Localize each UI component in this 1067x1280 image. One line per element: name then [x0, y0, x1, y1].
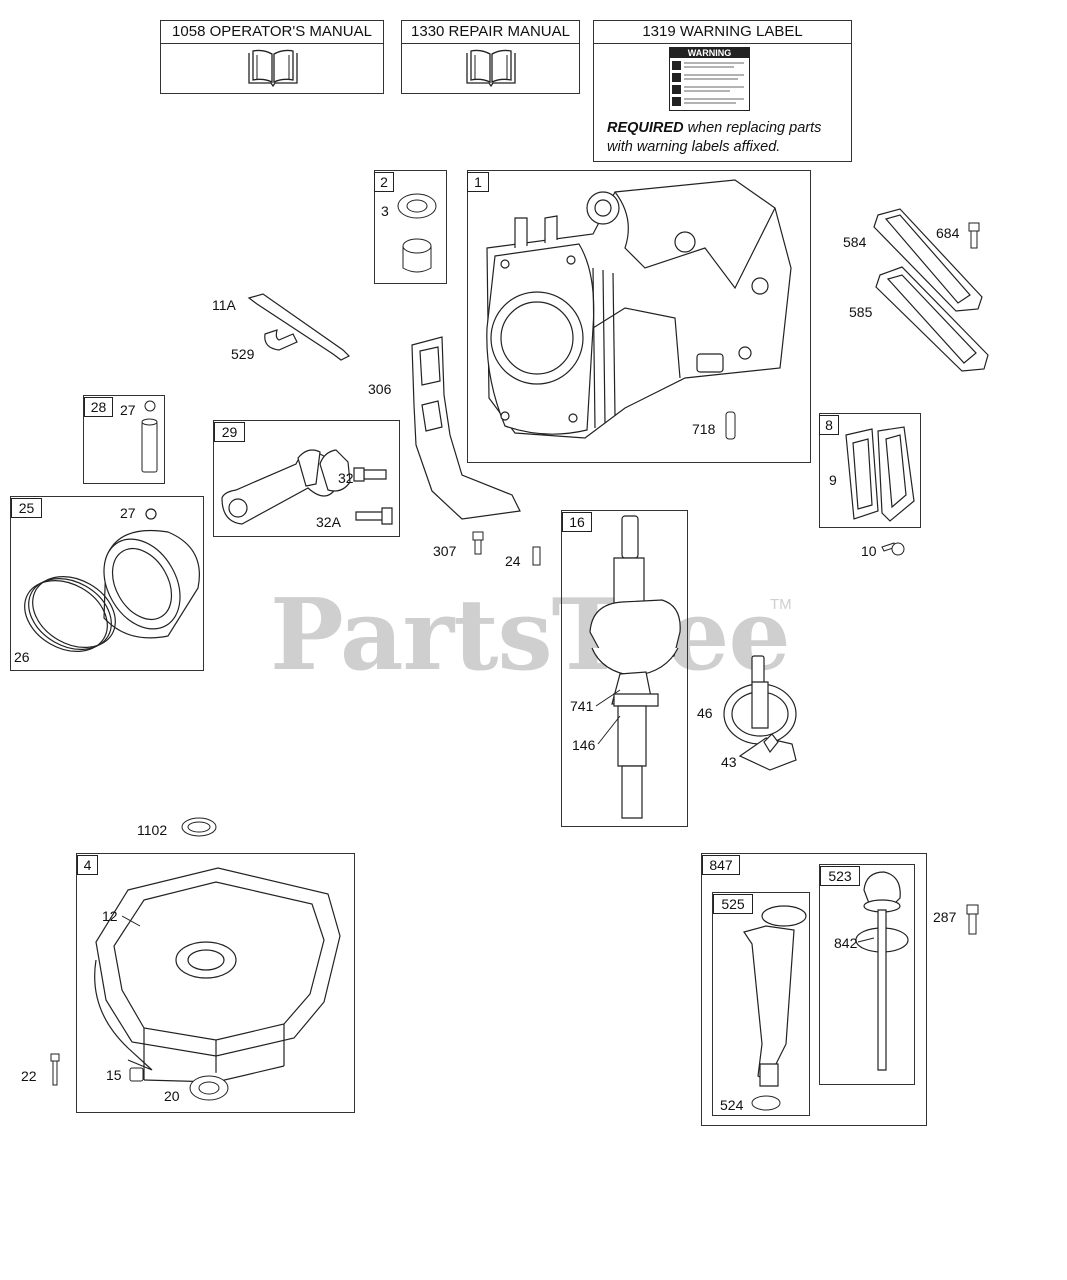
part-label-306[interactable]: 306: [368, 381, 392, 397]
o-ring-524-drawing[interactable]: [750, 1093, 782, 1113]
crankcase-cover-drawing[interactable]: [88, 860, 350, 1100]
part-label-46[interactable]: 46: [697, 705, 713, 721]
bolt-10-drawing[interactable]: [880, 537, 906, 559]
group-tag-525[interactable]: 525: [713, 894, 753, 914]
group-4-frame[interactable]: [76, 853, 355, 1113]
part-label-146[interactable]: 146: [572, 737, 596, 753]
part-label-3[interactable]: 3: [381, 203, 389, 219]
dipstick-drawing[interactable]: [852, 870, 912, 1080]
part-label-32A[interactable]: 32A: [316, 514, 341, 530]
connecting-rod-drawing[interactable]: [216, 442, 396, 532]
bolt-684-drawing[interactable]: [966, 222, 982, 250]
operators-manual-title: 1058 OPERATOR'S MANUAL: [161, 21, 383, 44]
required-bold: REQUIRED: [607, 120, 684, 136]
part-label-684[interactable]: 684: [936, 225, 960, 241]
part-label-27a[interactable]: 27: [120, 402, 136, 418]
part-label-9[interactable]: 9: [829, 472, 837, 488]
engine-block-drawing[interactable]: [475, 178, 805, 458]
bolt-287-drawing[interactable]: [964, 904, 982, 936]
part-label-22[interactable]: 22: [21, 1068, 37, 1084]
crankshaft-drawing[interactable]: [582, 512, 682, 824]
group-tag-523[interactable]: 523: [820, 866, 860, 886]
warning-label-box[interactable]: 1319 WARNING LABEL WARNING REQUIRED when…: [593, 20, 852, 162]
group-8-frame[interactable]: [819, 413, 921, 528]
group-tag-29[interactable]: 29: [214, 422, 245, 442]
bolt-22-drawing[interactable]: [48, 1053, 62, 1087]
group-29-frame[interactable]: [213, 420, 400, 537]
warning-sticker-lines-icon: [672, 61, 744, 106]
part-label-43[interactable]: 43: [721, 754, 737, 770]
part-label-24[interactable]: 24: [505, 553, 521, 569]
part-label-529[interactable]: 529: [231, 346, 255, 362]
repair-manual-title: 1330 REPAIR MANUAL: [402, 21, 579, 44]
piston-rings-drawing[interactable]: [18, 510, 200, 668]
group-1-frame[interactable]: [467, 170, 811, 463]
camshaft-governor-drawing[interactable]: [720, 652, 800, 772]
book-icon: [245, 49, 301, 89]
watermark-tm: TM: [770, 596, 792, 613]
part-label-32[interactable]: 32: [338, 470, 354, 486]
part-label-585[interactable]: 585: [849, 304, 873, 320]
operators-manual-box[interactable]: 1058 OPERATOR'S MANUAL: [160, 20, 384, 94]
part-label-15[interactable]: 15: [106, 1067, 122, 1083]
group-525-frame[interactable]: [712, 892, 810, 1116]
part-label-20[interactable]: 20: [164, 1088, 180, 1104]
breather-tube-drawing[interactable]: [245, 292, 360, 367]
group-tag-8[interactable]: 8: [819, 415, 839, 435]
group-847-frame[interactable]: [701, 853, 927, 1126]
required-note: REQUIRED when replacing parts with warni…: [607, 119, 821, 157]
group-tag-2[interactable]: 2: [374, 172, 394, 192]
dipstick-tube-drawing[interactable]: [736, 904, 808, 1094]
plug-15-drawing[interactable]: [127, 1064, 147, 1084]
key-24-drawing[interactable]: [531, 545, 543, 567]
group-tag-28[interactable]: 28: [84, 397, 113, 417]
part-label-11A[interactable]: 11A: [212, 297, 236, 313]
seal-20-drawing[interactable]: [188, 1073, 230, 1103]
seal-bushing-drawing[interactable]: [395, 190, 445, 276]
air-guide-drawing[interactable]: [402, 335, 524, 525]
breather-cover-drawing[interactable]: [842, 425, 918, 525]
watermark: PartsTree: [270, 578, 791, 693]
group-2-frame[interactable]: [374, 170, 447, 284]
part-label-842[interactable]: 842: [834, 935, 858, 951]
book-icon: [463, 49, 519, 89]
part-label-10[interactable]: 10: [861, 543, 877, 559]
pin-718-drawing[interactable]: [724, 410, 738, 442]
part-label-307[interactable]: 307: [433, 543, 457, 559]
repair-manual-box[interactable]: 1330 REPAIR MANUAL: [401, 20, 580, 94]
part-label-718[interactable]: 718: [692, 421, 716, 437]
part-label-741[interactable]: 741: [570, 698, 594, 714]
group-tag-16[interactable]: 16: [562, 512, 592, 532]
part-label-524[interactable]: 524: [720, 1097, 744, 1113]
gaskets-drawing[interactable]: [870, 205, 995, 380]
group-28-frame[interactable]: [83, 395, 165, 484]
screw-307-drawing[interactable]: [470, 531, 486, 557]
group-16-frame[interactable]: [561, 510, 688, 827]
warning-sticker-heading: WARNING: [670, 48, 749, 58]
group-tag-1[interactable]: 1: [467, 172, 489, 192]
part-label-26[interactable]: 26: [14, 649, 30, 665]
seal-1102-drawing[interactable]: [180, 815, 220, 839]
warning-sticker-icon: WARNING: [669, 47, 750, 111]
warning-label-title: 1319 WARNING LABEL: [594, 21, 851, 44]
group-25-frame[interactable]: [10, 496, 204, 671]
part-label-1102[interactable]: 1102: [137, 822, 168, 838]
required-text-1: when replacing parts: [683, 120, 822, 136]
group-523-frame[interactable]: [819, 864, 915, 1085]
part-label-287[interactable]: 287: [933, 909, 957, 925]
group-tag-847[interactable]: 847: [702, 855, 740, 875]
part-label-584[interactable]: 584: [843, 234, 867, 250]
part-label-12[interactable]: 12: [102, 908, 118, 924]
required-text-2: with warning labels affixed.: [607, 139, 781, 155]
group-tag-4[interactable]: 4: [77, 855, 98, 875]
part-label-27b[interactable]: 27: [120, 505, 136, 521]
group-tag-25[interactable]: 25: [11, 498, 42, 518]
wrist-pin-drawing[interactable]: [138, 400, 163, 480]
